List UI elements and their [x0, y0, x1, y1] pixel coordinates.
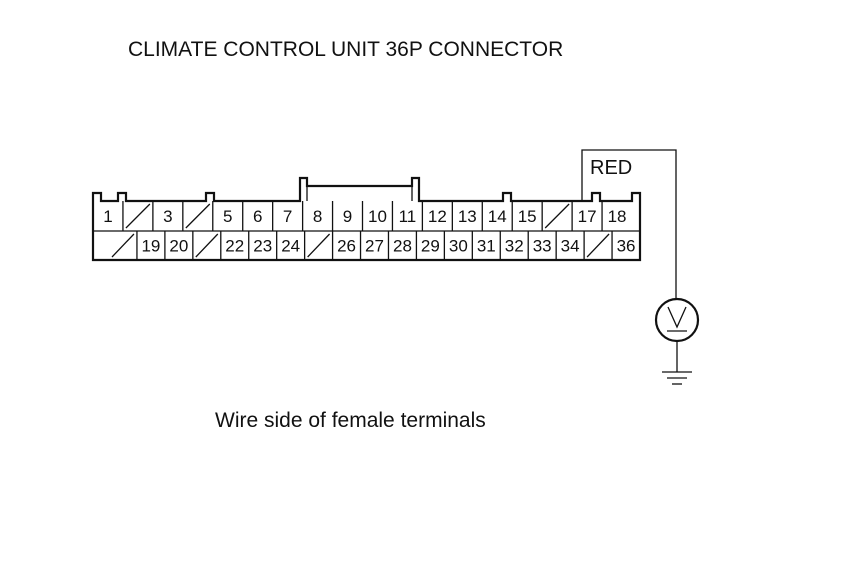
pin-26-label: 26 [337, 237, 356, 256]
pin-5-label: 5 [223, 207, 232, 226]
diagram-caption: Wire side of female terminals [215, 409, 486, 432]
empty-cavity-slash [111, 233, 135, 258]
probe-wire: RED [581, 149, 677, 299]
pin-11-label: 11 [399, 207, 417, 226]
empty-cavity-slash [544, 203, 570, 229]
pin-34-label: 34 [561, 237, 580, 256]
pin-10-label: 10 [368, 207, 387, 226]
pin-8-label: 8 [313, 207, 322, 226]
pin-3-label: 3 [163, 207, 172, 226]
wire-color-label: RED [590, 157, 632, 179]
empty-cavity-slash [307, 233, 331, 258]
pin-1-label: 1 [103, 207, 112, 226]
diagram-title: CLIMATE CONTROL UNIT 36P CONNECTOR [128, 38, 563, 61]
pin-19-label: 19 [141, 237, 160, 256]
pin-7-label: 7 [283, 207, 292, 226]
pin-9-label: 9 [343, 207, 352, 226]
pin-31-label: 31 [477, 237, 496, 256]
pin-13-label: 13 [458, 207, 477, 226]
empty-cavity-slash [586, 233, 610, 258]
pin-27-label: 27 [365, 237, 384, 256]
pin-12-label: 12 [428, 207, 447, 226]
empty-cavity-slash [195, 233, 219, 258]
connector-bottom-row: 19 20 22 23 24 26 27 28 29 30 31 32 33 34 36 [111, 231, 636, 260]
pin-29-label: 29 [421, 237, 440, 256]
pin-32-label: 32 [505, 237, 524, 256]
pin-30-label: 30 [449, 237, 468, 256]
voltmeter-icon [654, 297, 700, 343]
pin-33-label: 33 [533, 237, 552, 256]
pin-6-label: 6 [253, 207, 262, 226]
pin-15-label: 15 [518, 207, 537, 226]
connector-housing [91, 176, 642, 262]
pin-22-label: 22 [225, 237, 244, 256]
empty-cavity-slash [185, 203, 211, 229]
ground-icon [662, 341, 692, 385]
pin-14-label: 14 [488, 207, 507, 226]
pin-36-label: 36 [617, 237, 636, 256]
empty-cavity-slash [125, 203, 151, 229]
pin-17-label: 17 [578, 207, 597, 226]
pin-20-label: 20 [169, 237, 188, 256]
pin-28-label: 28 [393, 237, 412, 256]
pin-18-label: 18 [608, 207, 627, 226]
pin-23-label: 23 [253, 237, 272, 256]
pin-24-label: 24 [281, 237, 300, 256]
